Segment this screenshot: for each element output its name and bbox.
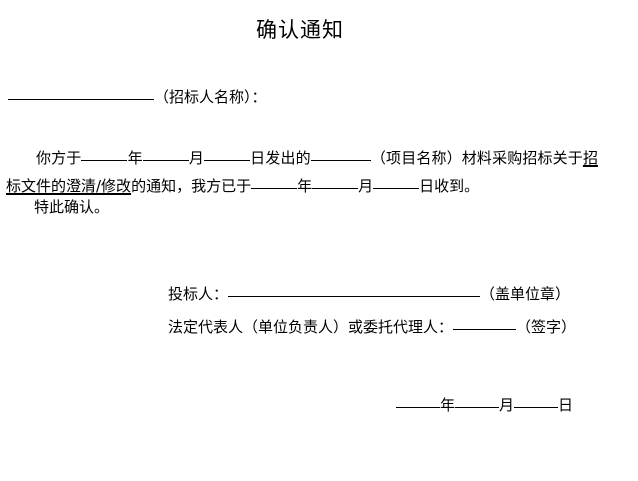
sign-year-label: 年 <box>440 396 456 414</box>
issue-day-label: 日 <box>250 149 266 167</box>
issue-year-label: 年 <box>127 149 143 167</box>
representative-label: 法定代表人（单位负责人）或委托代理人： <box>168 318 454 336</box>
issue-year-blank[interactable] <box>81 147 128 161</box>
clarification-amendment-text: 招标文件的澄清/修改 <box>6 149 598 195</box>
body-segment-4: 的通知，我方已于 <box>131 177 252 195</box>
issue-day-blank[interactable] <box>204 147 251 161</box>
sign-month-label: 月 <box>499 396 515 414</box>
sign-year-blank[interactable] <box>396 394 440 408</box>
representative-signature-line: 法定代表人（单位负责人）或委托代理人： （签字） <box>168 316 576 335</box>
body-segment-2: 发出的 <box>265 149 311 167</box>
representative-sign-note: （签字） <box>516 318 577 336</box>
confirmation-statement: 特此确认。 <box>34 198 110 216</box>
received-day-label: 日 <box>419 177 435 195</box>
sign-month-blank[interactable] <box>455 394 500 408</box>
bidder-label: 投标人： <box>168 285 229 303</box>
project-name-blank[interactable] <box>310 147 371 161</box>
received-month-blank[interactable] <box>312 175 359 189</box>
body-segment-3: （项目名称）材料采购招标关于 <box>370 149 583 167</box>
representative-signature-blank[interactable] <box>453 316 517 330</box>
body-segment-5: 收到。 <box>434 177 480 195</box>
bidder-name-blank[interactable] <box>228 283 481 297</box>
page-title: 确认通知 <box>256 18 344 42</box>
issue-month-blank[interactable] <box>142 147 189 161</box>
received-year-label: 年 <box>297 177 313 195</box>
bidder-seal-note: （盖单位章） <box>480 285 571 303</box>
tenderee-name-label: （招标人名称）： <box>154 88 267 106</box>
issue-month-label: 月 <box>188 149 205 167</box>
received-month-label: 月 <box>358 177 374 195</box>
date-line: 年月日 <box>396 394 573 413</box>
sign-day-label: 日 <box>558 396 574 414</box>
body-paragraph: 你方于年月日发出的（项目名称）材料采购招标关于招标文件的澄清/修改的通知，我方已… <box>6 144 598 200</box>
sign-day-blank[interactable] <box>514 394 559 408</box>
addressee-line: （招标人名称）： <box>8 86 267 105</box>
body-segment-1: 你方于 <box>36 149 82 167</box>
received-year-blank[interactable] <box>251 175 298 189</box>
tenderee-name-blank[interactable] <box>8 86 154 100</box>
bidder-signature-line: 投标人： （盖单位章） <box>168 283 570 302</box>
received-day-blank[interactable] <box>373 175 420 189</box>
